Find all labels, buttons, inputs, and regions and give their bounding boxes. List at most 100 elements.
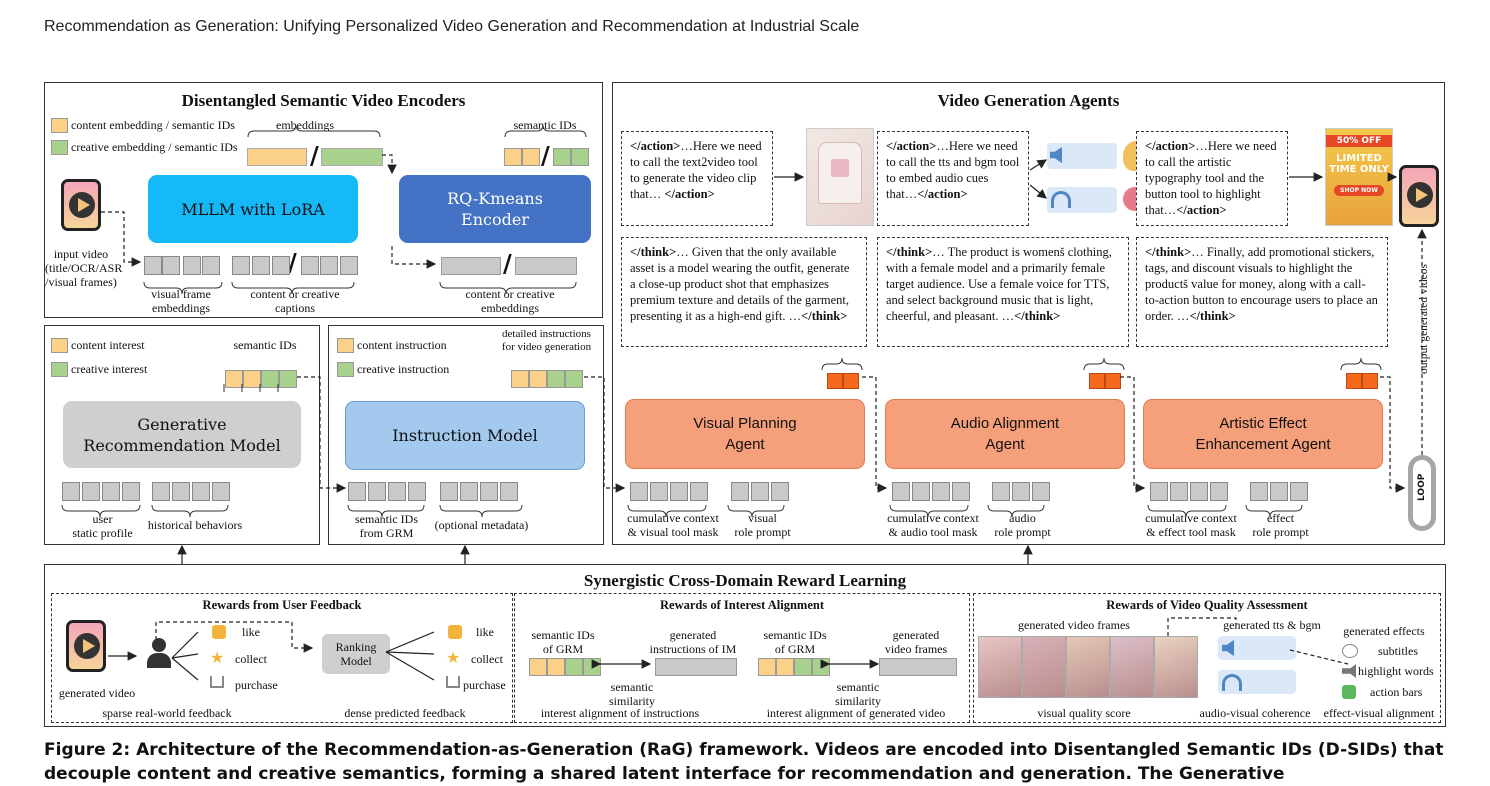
emb-bar-content <box>247 148 307 166</box>
slash3: / <box>288 248 297 277</box>
agent2-out-tok1 <box>1089 373 1105 389</box>
im-legend-content: content instruction <box>357 338 447 352</box>
video-frame-thumb <box>1066 636 1110 698</box>
headphones-icon <box>1051 191 1071 208</box>
agent-token <box>1190 482 1208 501</box>
sparse-label: sparse real-world feedback <box>102 706 232 720</box>
grm-token <box>152 482 170 501</box>
user-feedback-title: Rewards from User Feedback <box>202 598 362 612</box>
agent-token <box>1170 482 1188 501</box>
grm-semantic-ids: semantic IDs <box>233 338 297 352</box>
grm-token <box>172 482 190 501</box>
im-block: Instruction Model <box>345 401 585 470</box>
cart-icon-2 <box>446 676 460 688</box>
mllm-token <box>162 256 180 275</box>
input-video-icon <box>61 179 101 231</box>
legend-creative-label: creative embedding / semantic IDs <box>71 140 238 154</box>
agent-token <box>670 482 688 501</box>
ctx2-label: cumulative context& audio tool mask <box>887 511 979 539</box>
im-legend-creative: creative instruction <box>357 362 450 376</box>
mllm-token <box>144 256 162 275</box>
mllm-token <box>301 256 319 275</box>
agent3-line2: Enhancement Agent <box>1195 436 1331 453</box>
gen-frames-bar <box>879 658 957 676</box>
purchase-label-1: purchase <box>235 678 278 692</box>
agent-token <box>1270 482 1288 501</box>
highlight-label: highlight words <box>1358 664 1434 678</box>
agent1-block: Visual Planning Agent <box>625 399 865 469</box>
agent-token <box>751 482 769 501</box>
gen-frames-title: generated video frames <box>1018 618 1130 632</box>
agent-token <box>1012 482 1030 501</box>
star-icon-2: ★ <box>446 648 461 667</box>
cart-icon <box>210 676 224 688</box>
rq-block: RQ-Kmeans Encoder <box>399 175 591 243</box>
agent2-out-tok2 <box>1105 373 1121 389</box>
gen-effects-label: generated effects <box>1343 624 1425 638</box>
grm-token <box>192 482 210 501</box>
agent-token <box>690 482 708 501</box>
grm-legend-creative: creative interest <box>71 362 148 376</box>
agent-token <box>892 482 910 501</box>
im-label: Instruction Model <box>392 426 538 445</box>
like-label-1: like <box>242 625 260 639</box>
agent-token <box>1290 482 1308 501</box>
ranking-model-block: Ranking Model <box>322 634 390 674</box>
grm-sid1 <box>225 370 243 388</box>
quality-title: Rewards of Video Quality Assessment <box>1106 598 1308 612</box>
ranking-line1: Ranking <box>335 640 377 654</box>
mllm-token <box>183 256 201 275</box>
interest-title: Rewards of Interest Alignment <box>660 598 824 612</box>
gen-tts-label: generated tts & bgm <box>1223 618 1321 632</box>
like-icon-2 <box>448 625 462 639</box>
ia2-tok2 <box>776 658 794 676</box>
interest-box: Rewards of Interest Alignment semantic I… <box>514 593 970 723</box>
emb-out-bar2 <box>515 257 577 275</box>
video-frame-thumb <box>978 636 1022 698</box>
agent2-line1: Audio Alignment <box>950 415 1060 432</box>
im-token <box>480 482 498 501</box>
agent1-line2: Agent <box>725 436 765 453</box>
agent-token <box>1250 482 1268 501</box>
ia2-tok4 <box>812 658 830 676</box>
emb-out-bar1 <box>441 257 501 275</box>
slash: / <box>310 141 319 170</box>
grm-line1: Generative <box>137 414 227 434</box>
action-box-2: </action>…Here we need to call the tts a… <box>877 131 1029 226</box>
agent-token <box>912 482 930 501</box>
grm-block: Generative Recommendation Model <box>63 401 301 468</box>
ia1-tok1 <box>529 658 547 676</box>
emb-bar-creative <box>321 148 383 166</box>
agents-title: Video Generation Agents <box>937 91 1120 110</box>
mllm-token <box>320 256 338 275</box>
action-box-1: </action>…Here we need to call the text2… <box>621 131 773 226</box>
slash2: / <box>541 141 550 170</box>
im-sid2 <box>529 370 547 388</box>
highlight-icon <box>1342 664 1356 678</box>
ia2-tok3 <box>794 658 812 676</box>
action-box-3: </action>…Here we need to call the artis… <box>1136 131 1288 226</box>
ctx3-label: cumulative context& effect tool mask <box>1145 511 1237 539</box>
legend-creative-swatch <box>51 140 68 155</box>
grm-legend-content: content interest <box>71 338 145 352</box>
user-avatar-icon <box>147 638 171 668</box>
grm-token <box>122 482 140 501</box>
subtitles-label: subtitles <box>1378 644 1419 658</box>
sticker-50off: 50% OFF <box>1326 135 1392 147</box>
grm-panel: content interest creative interest seman… <box>44 325 320 545</box>
sid-y1 <box>504 148 522 166</box>
grm-token <box>102 482 120 501</box>
agent3-line1: Artistic Effect <box>1219 415 1307 432</box>
sticker-shop-now: SHOP NOW <box>1334 185 1384 196</box>
grm-token <box>212 482 230 501</box>
im-legend-creative-swatch <box>337 362 354 377</box>
generated-video-label: generated video <box>58 686 136 700</box>
